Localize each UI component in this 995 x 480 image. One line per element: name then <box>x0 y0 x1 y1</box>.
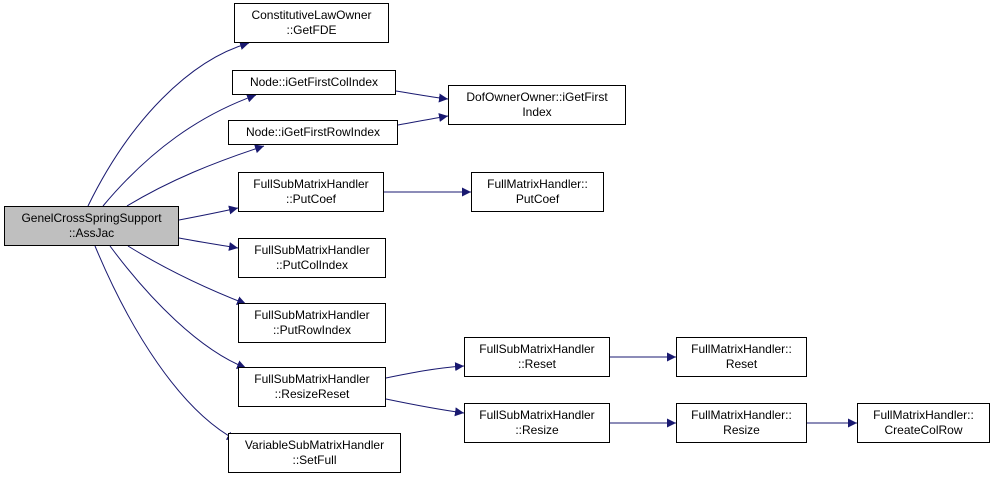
node-fm_resize[interactable]: FullMatrixHandler::Resize <box>676 403 807 443</box>
edge-resizereset-to-reset <box>385 362 465 379</box>
node-label-line: ConstitutiveLawOwner <box>251 8 372 22</box>
node-resizereset[interactable]: FullSubMatrixHandler::ResizeReset <box>238 367 386 407</box>
edge-root-to-setfull <box>94 245 237 441</box>
node-label-line: PutCoef <box>515 192 560 206</box>
node-label-line: Node::iGetFirstRowIndex <box>245 125 381 139</box>
edge-root-to-getfde <box>87 41 250 207</box>
node-label-line: ::Reset <box>517 357 556 371</box>
node-label-line: Resize <box>723 423 760 437</box>
node-putcolindex[interactable]: FullSubMatrixHandler::PutColIndex <box>238 238 386 278</box>
edge-root-to-putcoef <box>178 205 239 221</box>
node-label-line: FullSubMatrixHandler <box>254 243 370 257</box>
edge-root-to-firstcol <box>102 93 257 207</box>
node-reset[interactable]: FullSubMatrixHandler::Reset <box>464 337 610 377</box>
node-label-line: ::AssJac <box>68 226 115 240</box>
node-resize[interactable]: FullSubMatrixHandler::Resize <box>464 403 610 443</box>
node-fm_putcoef[interactable]: FullMatrixHandler::PutCoef <box>471 172 604 212</box>
node-label-line: FullSubMatrixHandler <box>479 408 595 422</box>
node-setfull[interactable]: VariableSubMatrixHandler::SetFull <box>228 433 401 473</box>
node-label-line: GenelCrossSpringSupport <box>21 211 162 225</box>
node-firstcol[interactable]: Node::iGetFirstColIndex <box>232 70 396 95</box>
node-createcolrow[interactable]: FullMatrixHandler::CreateColRow <box>857 403 990 443</box>
node-label-line: FullMatrixHandler:: <box>487 177 588 191</box>
node-root: GenelCrossSpringSupport::AssJac <box>4 206 179 246</box>
node-label-line: DofOwnerOwner::iGetFirst <box>466 90 608 104</box>
node-label-line: ::PutRowIndex <box>272 323 352 337</box>
node-getfde[interactable]: ConstitutiveLawOwner::GetFDE <box>234 3 389 43</box>
edge-root-to-putcolindex <box>178 237 239 251</box>
node-firstrow[interactable]: Node::iGetFirstRowIndex <box>228 120 398 145</box>
node-label-line: FullSubMatrixHandler <box>253 177 369 191</box>
edge-firstcol-to-dofowner <box>395 90 449 103</box>
node-label-line: FullSubMatrixHandler <box>254 372 370 386</box>
node-label-line: ::GetFDE <box>286 23 337 37</box>
node-label-line: FullMatrixHandler:: <box>691 408 792 422</box>
node-label-line: ::PutColIndex <box>275 258 349 272</box>
node-label-line: Node::iGetFirstColIndex <box>249 75 379 89</box>
node-label-line: Index <box>522 105 552 119</box>
node-label-line: Reset <box>725 357 758 371</box>
node-label-line: FullMatrixHandler:: <box>873 408 974 422</box>
node-label-line: FullSubMatrixHandler <box>254 308 370 322</box>
edge-root-to-resizereset <box>109 245 247 369</box>
edge-root-to-putrowindex <box>127 245 247 305</box>
node-label-line: ::Resize <box>515 423 559 437</box>
edge-resizereset-to-resize <box>385 398 465 417</box>
node-label-line: VariableSubMatrixHandler <box>244 438 385 452</box>
node-label-line: ::PutCoef <box>285 192 337 206</box>
node-putrowindex[interactable]: FullSubMatrixHandler::PutRowIndex <box>238 303 386 343</box>
node-label-line: FullSubMatrixHandler <box>479 342 595 356</box>
edge-firstrow-to-dofowner <box>397 113 449 126</box>
node-label-line: CreateColRow <box>884 423 963 437</box>
node-putcoef[interactable]: FullSubMatrixHandler::PutCoef <box>238 172 384 212</box>
edge-root-to-firstrow <box>126 144 265 207</box>
node-fm_reset[interactable]: FullMatrixHandler::Reset <box>676 337 807 377</box>
node-label-line: ::ResizeReset <box>274 387 350 401</box>
node-label-line: FullMatrixHandler:: <box>691 342 792 356</box>
node-label-line: ::SetFull <box>292 453 337 467</box>
